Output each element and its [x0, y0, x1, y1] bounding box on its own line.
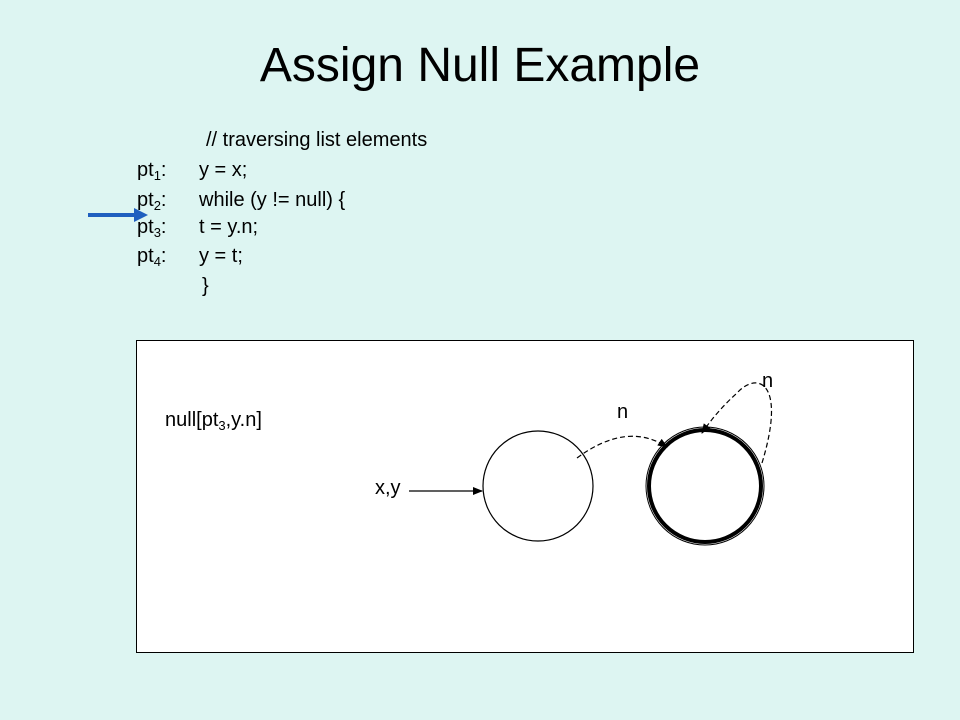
code-comment: // traversing list elements: [206, 129, 428, 151]
statement: y = t;: [199, 245, 243, 267]
statement: while (y != null) {: [199, 189, 346, 211]
program-point-label: pt1:: [137, 159, 167, 183]
shape-graph-panel: null[pt3,y.n] x,y n n: [136, 340, 914, 653]
code-closing-brace: }: [202, 275, 209, 297]
code-listing: // traversing list elements pt1: y = x; …: [0, 0, 960, 320]
program-point-label: pt3:: [137, 216, 167, 240]
edge-label-n: n: [617, 401, 629, 423]
pointer-label: x,y: [375, 477, 401, 499]
slide-title: Assign Null Example: [259, 39, 701, 92]
statement: t = y.n;: [199, 216, 259, 238]
statement: y = x;: [199, 159, 248, 181]
program-point-label: pt4:: [137, 245, 167, 269]
n-self-loop: [701, 382, 772, 464]
shape-graph: [409, 382, 772, 546]
null-fact-label: null[pt3,y.n]: [165, 409, 262, 433]
self-loop-label-n: n: [762, 370, 774, 392]
current-line-arrow-icon: [88, 208, 148, 222]
list-node: [482, 430, 594, 542]
n-edge: [576, 435, 668, 459]
program-point-label: pt2:: [137, 189, 167, 213]
